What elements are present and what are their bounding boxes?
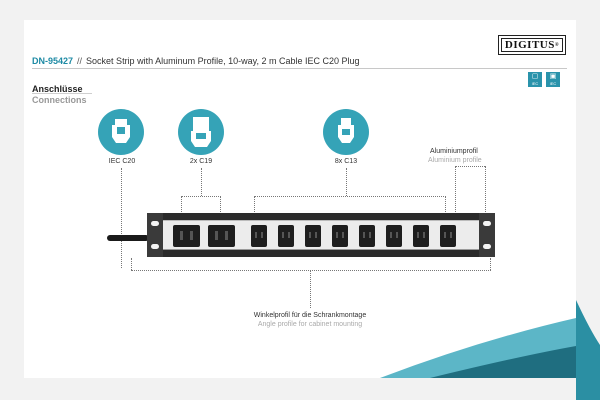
product-title: Socket Strip with Aluminum Profile, 10-w… [86,56,360,66]
c13-outlet [386,225,402,247]
product-title-row: DN-95427//Socket Strip with Aluminum Pro… [32,56,360,66]
connector-label-c20: IEC C20 [108,158,136,165]
mounting-hole [151,244,159,249]
iec-c20-plug-icon [98,109,144,155]
c13-outlet [359,225,375,247]
section-title-de: Anschlüsse [32,84,83,94]
leader-line-mounting [310,270,311,308]
c13-outlet [413,225,429,247]
c13-outlet [251,225,267,247]
c13-outlet [305,225,321,247]
model-number: DN-95427 [32,56,74,66]
leader-line-c13-right [445,196,446,214]
leader-line-profile-top [455,166,485,167]
title-divider [32,68,567,69]
socket-strip [147,213,495,257]
leader-line-c13 [346,168,347,196]
leader-line-c13-left [254,196,255,214]
c19-outlet [208,225,235,247]
connector-label-c19: 2x C19 [189,158,213,165]
c19-outlet [173,225,200,247]
leader-line-profile-right [485,166,486,214]
digitus-logo: DIGITUS® [498,35,566,55]
leader-line-c13-bracket [254,196,446,197]
mounting-hole [483,244,491,249]
leader-line-c19-left [181,196,182,214]
product-sheet [24,20,576,378]
mounting-ear-left [147,213,163,257]
profile-label-de: Aluminiumprofil [430,148,478,155]
power-cable [107,235,149,241]
outlet-panel [163,220,479,250]
leader-line-c20 [121,168,122,268]
mounting-label-en: Angle profile for cabinet mounting [257,321,363,328]
title-separator: // [77,56,83,66]
mounting-ear-right [479,213,495,257]
badge-text: IEC C14 [549,81,557,91]
mounting-line-left [131,258,132,270]
socket-icon: ▣IEC C14 [546,72,560,91]
mounting-line-right [490,258,491,270]
plug-icon: ▢IEC C13 [528,72,542,91]
iec-c13-plug-icon [323,109,369,155]
mounting-hole [483,221,491,226]
mounting-hole [151,221,159,226]
c13-outlet [332,225,348,247]
connector-label-c13: 8x C13 [334,158,358,165]
c13-outlet [440,225,456,247]
mounting-bracket-line [131,270,491,271]
leader-line-c19 [201,168,202,196]
c13-outlet [278,225,294,247]
iec-c19-plug-icon [178,109,224,155]
leader-line-c19-right [220,196,221,214]
leader-line-profile [455,166,456,214]
profile-label-en: Aluminium profile [428,157,482,164]
section-divider [32,93,92,94]
section-title-en: Connections [32,95,87,105]
leader-line-c19-bracket [181,196,221,197]
badge-text: IEC C13 [531,81,539,91]
mounting-label-de: Winkelprofil für die Schrankmontage [253,312,367,319]
